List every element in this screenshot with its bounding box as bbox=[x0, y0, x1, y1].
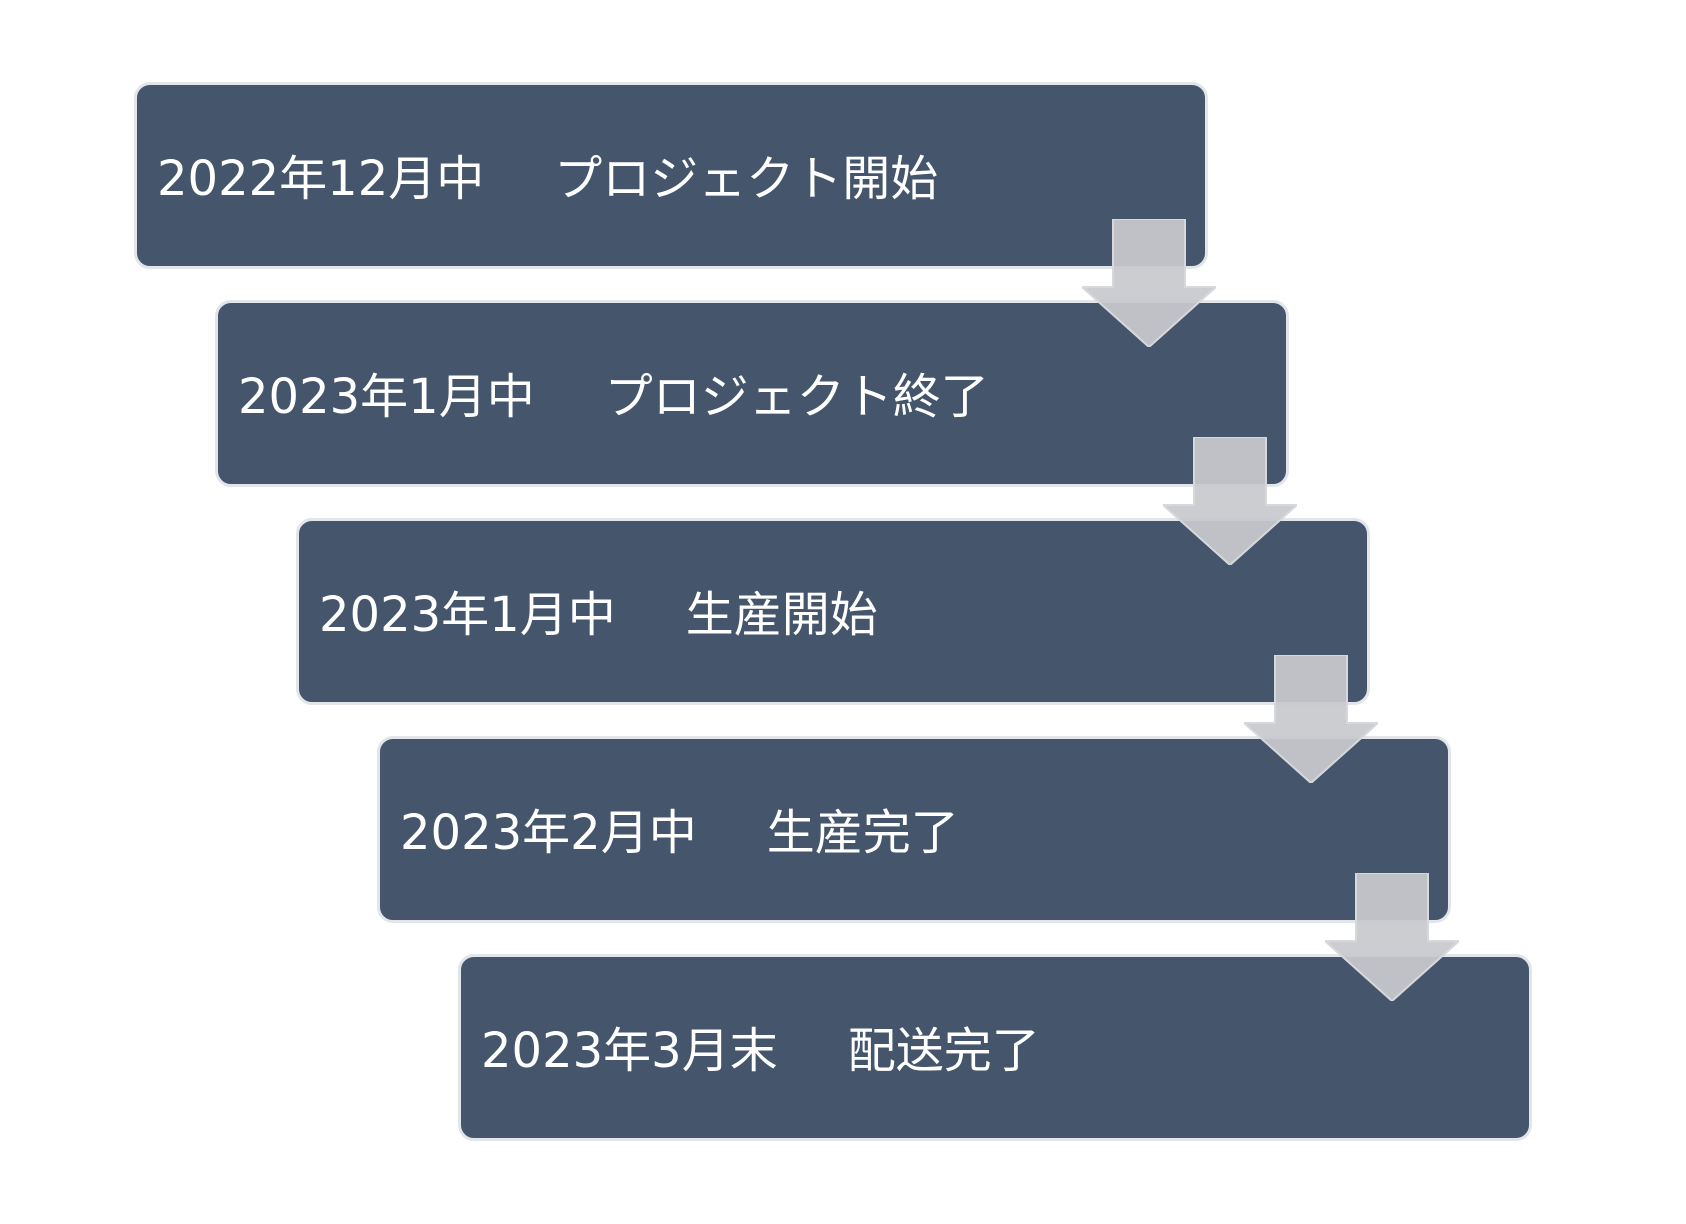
step-date: 2023年1月中 bbox=[238, 369, 535, 425]
down-arrow-icon bbox=[1244, 655, 1378, 783]
step-date: 2023年1月中 bbox=[319, 587, 616, 643]
step-box-5: 2023年3月末 配送完了 bbox=[458, 954, 1532, 1141]
down-arrow-icon bbox=[1082, 219, 1216, 347]
step-box-3: 2023年1月中 生産開始 bbox=[296, 518, 1370, 705]
step-box-4: 2023年2月中 生産完了 bbox=[377, 736, 1451, 923]
step-event: 生産開始 bbox=[685, 587, 878, 643]
step-event: 配送完了 bbox=[847, 1023, 1040, 1079]
step-box-1: 2022年12月中 プロジェクト開始 bbox=[134, 82, 1208, 269]
step-date: 2022年12月中 bbox=[157, 151, 485, 207]
step-event: プロジェクト終了 bbox=[604, 369, 989, 425]
step-event: 生産完了 bbox=[766, 805, 959, 861]
step-date: 2023年2月中 bbox=[400, 805, 697, 861]
step-box-2: 2023年1月中 プロジェクト終了 bbox=[215, 300, 1289, 487]
down-arrow-icon bbox=[1325, 873, 1459, 1001]
down-arrow-icon bbox=[1163, 437, 1297, 565]
step-date: 2023年3月末 bbox=[481, 1023, 778, 1079]
step-event: プロジェクト開始 bbox=[554, 151, 939, 207]
